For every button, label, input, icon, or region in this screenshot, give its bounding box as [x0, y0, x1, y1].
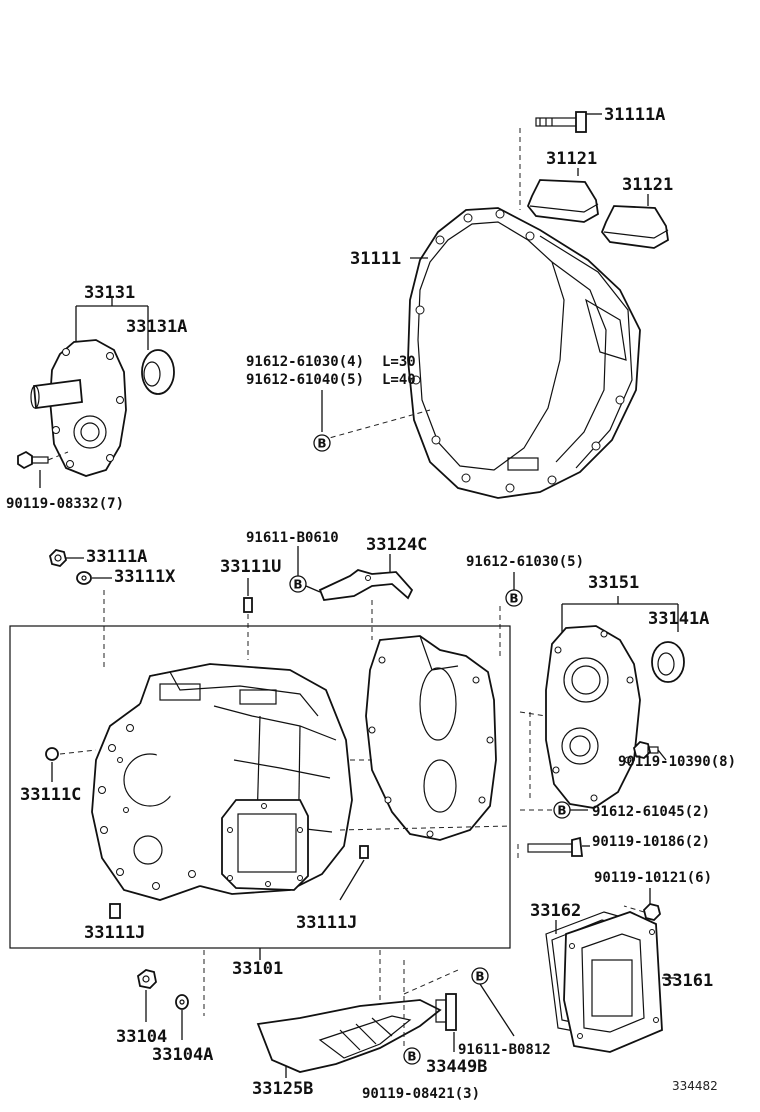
label-90119-08421: 90119-08421(3): [362, 1086, 480, 1102]
label-33141A: 33141A: [648, 609, 709, 629]
bolt-31111A-icon: [535, 111, 587, 133]
clutch-housing-assembly: [321, 111, 669, 499]
label-31121-left: 31121: [546, 149, 597, 169]
cover-33125B-icon: [256, 999, 442, 1073]
pin-33111U-icon: [243, 597, 253, 613]
label-33111J-left: 33111J: [84, 923, 145, 943]
label-90119-10390: 90119-10390(8): [618, 754, 736, 770]
label-31111: 31111: [350, 249, 401, 269]
label-33111X: 33111X: [114, 567, 176, 587]
cover-33161-icon: [563, 911, 663, 1053]
label-33104: 33104: [116, 1027, 167, 1047]
svg-text:B: B: [475, 970, 484, 984]
cover-31121-left-icon: [526, 179, 599, 223]
label-33151: 33151: [588, 573, 639, 593]
label-33125B: 33125B: [252, 1079, 313, 1099]
label-33111C: 33111C: [20, 785, 81, 805]
extension-housing-assembly: [519, 596, 685, 809]
pin-33111J-right-icon: [359, 845, 369, 859]
cover-31121-right-icon: [600, 205, 669, 249]
label-33111J-right: 33111J: [296, 913, 357, 933]
label-91612-61030-4: 91612-61030(4): [246, 354, 364, 370]
label-33161: 33161: [662, 971, 713, 991]
transmission-case-33101-icon: [91, 663, 353, 901]
bearing-retainer-assembly: [17, 298, 175, 488]
svg-text:B: B: [557, 804, 566, 818]
svg-text:B: B: [509, 592, 518, 606]
bolt-90119-10121-icon: [643, 903, 661, 921]
label-90119-10121: 90119-10121(6): [594, 870, 712, 886]
label-33104A: 33104A: [152, 1045, 213, 1065]
extension-plate-icon: [365, 635, 497, 841]
bracket-33124C-icon: [318, 569, 414, 601]
label-33111A: 33111A: [86, 547, 147, 567]
label-33449B: 33449B: [426, 1057, 487, 1077]
bolt-90119-10186-icon: [527, 836, 584, 857]
bolt-marker-b-2: B: [289, 575, 307, 593]
bracket-33449B-icon: [435, 993, 457, 1031]
label-33111U: 33111U: [220, 557, 281, 577]
label-91611-B0610: 91611-B0610: [246, 530, 339, 546]
label-33101: 33101: [232, 959, 283, 979]
plug-33111C-icon: [45, 747, 59, 761]
label-91612-61030-5: 91612-61030(5): [466, 554, 584, 570]
pin-33111J-left-icon: [109, 903, 121, 919]
middle-row-parts: B B: [49, 546, 523, 670]
oil-seal-33131A-icon: [141, 349, 175, 395]
oil-seal-33141A-icon: [651, 641, 685, 683]
label-31111A: 31111A: [604, 105, 665, 125]
bolt-marker-b-6: B: [471, 967, 489, 985]
label-33131A: 33131A: [126, 317, 187, 337]
label-33131: 33131: [84, 283, 135, 303]
retainer-33131-icon: [30, 339, 127, 477]
drain-plug-33104-icon: [137, 969, 157, 989]
label-91612-61040-5: 91612-61040(5): [246, 372, 364, 388]
label-length-40: L=40: [382, 372, 416, 388]
diagram-reference-number: 334482: [672, 1079, 718, 1093]
label-90119-08332: 90119-08332(7): [6, 496, 124, 512]
bolt-marker-b-5: B: [403, 1047, 421, 1065]
svg-text:B: B: [293, 578, 302, 592]
nut-33111A-icon: [49, 549, 67, 567]
label-33162: 33162: [530, 901, 581, 921]
label-91611-B0812: 91611-B0812: [458, 1042, 551, 1058]
bolt-90119-08332-icon: [17, 450, 49, 470]
label-33124C: 33124C: [366, 535, 427, 555]
label-length-30: L=30: [382, 354, 416, 370]
label-91612-61045: 91612-61045(2): [592, 804, 710, 820]
svg-text:B: B: [407, 1050, 416, 1064]
gasket-33104A-icon: [175, 994, 189, 1010]
washer-33111X-icon: [76, 571, 92, 585]
bolt-marker-b-3: B: [505, 589, 523, 607]
label-90119-10186: 90119-10186(2): [592, 834, 710, 850]
bolt-marker-b-1: B: [313, 434, 331, 452]
bolt-marker-b-4: B: [553, 801, 571, 819]
clutch-housing-31111-icon: [407, 207, 641, 499]
bolt-90119-10390-icon: [633, 741, 659, 759]
extension-housing-33151-icon: [545, 625, 641, 809]
svg-text:B: B: [317, 437, 326, 451]
label-31121-right: 31121: [622, 175, 673, 195]
